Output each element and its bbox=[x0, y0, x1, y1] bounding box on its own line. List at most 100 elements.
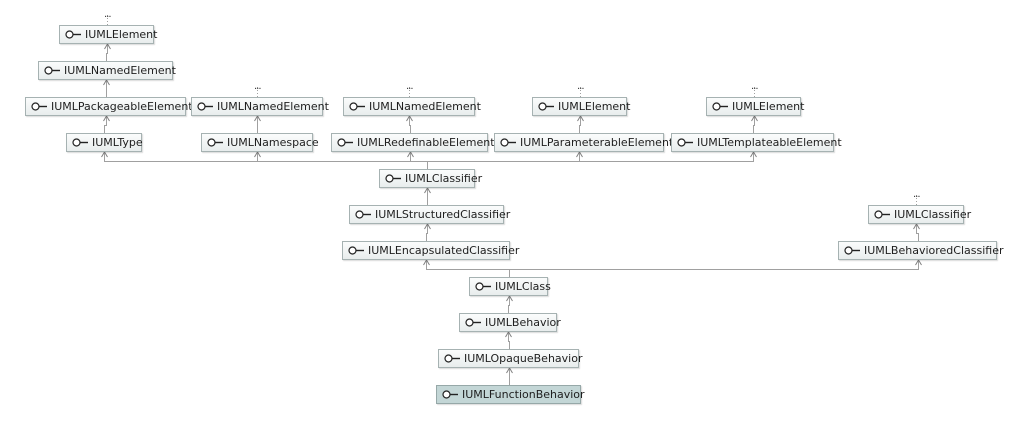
node-iumlclassifier[interactable]: IUMLClassifier bbox=[379, 169, 482, 188]
interface-icon bbox=[874, 210, 891, 219]
arrowhead-icon bbox=[915, 259, 922, 266]
inheritance-edge bbox=[104, 116, 107, 133]
node-iumlredefinableelement[interactable]: IUMLRedefinableElement bbox=[331, 133, 495, 152]
node-label: IUMLBehavioredClassifier bbox=[864, 244, 1004, 257]
node-iumlnamespace[interactable]: IUMLNamespace bbox=[201, 133, 319, 152]
inheritance-edge bbox=[426, 260, 510, 277]
interface-icon bbox=[475, 282, 492, 291]
interface-icon bbox=[72, 138, 89, 147]
interface-icon bbox=[337, 138, 354, 147]
node-iumlnamedelement-3[interactable]: IUMLNamedElement bbox=[343, 97, 481, 116]
inheritance-edge bbox=[509, 260, 919, 277]
interface-icon bbox=[348, 246, 365, 255]
inheritance-edge bbox=[410, 152, 428, 169]
node-label: IUMLNamedElement bbox=[369, 100, 481, 113]
node-iumltype[interactable]: IUMLType bbox=[66, 133, 143, 152]
node-label: IUMLClassifier bbox=[405, 172, 483, 185]
node-iumlclassifier-2[interactable]: IUMLClassifier bbox=[868, 205, 971, 224]
node-label: IUMLPackageableElement bbox=[51, 100, 193, 113]
node-label: IUMLNamespace bbox=[227, 136, 319, 149]
node-label: IUMLElement bbox=[85, 28, 158, 41]
node-label: IUMLStructuredClassifier bbox=[375, 208, 511, 221]
arrowhead-icon bbox=[406, 115, 413, 122]
node-label: IUMLParameterableElement bbox=[520, 136, 674, 149]
node-label: IUMLNamedElement bbox=[64, 64, 176, 77]
node-label: IUMLTemplateableElement bbox=[697, 136, 842, 149]
node-label: IUMLNamedElement bbox=[217, 100, 329, 113]
more-ancestors-ellipsis[interactable]: ... bbox=[913, 189, 920, 200]
inheritance-edge bbox=[257, 152, 428, 169]
arrowhead-icon bbox=[577, 115, 584, 122]
interface-icon bbox=[65, 30, 82, 39]
interface-icon bbox=[500, 138, 517, 147]
inheritance-edge bbox=[106, 44, 108, 61]
node-iumlparameterableelement[interactable]: IUMLParameterableElement bbox=[494, 133, 673, 152]
node-iumlpackageableelement[interactable]: IUMLPackageableElement bbox=[25, 97, 193, 116]
arrowhead-icon bbox=[103, 115, 110, 122]
inheritance-edge bbox=[508, 332, 510, 349]
interface-icon bbox=[844, 246, 861, 255]
more-ancestors-ellipsis[interactable]: ... bbox=[254, 81, 261, 92]
interface-icon bbox=[442, 390, 459, 399]
inheritance-edge bbox=[426, 224, 428, 241]
node-iumlnamedelement-2[interactable]: IUMLNamedElement bbox=[191, 97, 329, 116]
node-label: IUMLEncapsulatedClassifier bbox=[368, 244, 520, 257]
interface-icon bbox=[677, 138, 694, 147]
inheritance-edge bbox=[427, 152, 580, 169]
node-iumlnamedelement[interactable]: IUMLNamedElement bbox=[38, 61, 176, 80]
arrowhead-icon bbox=[254, 151, 261, 158]
node-iumlelement-2[interactable]: IUMLElement bbox=[532, 97, 631, 116]
arrowhead-icon bbox=[751, 115, 758, 122]
arrowhead-icon bbox=[104, 43, 111, 50]
arrowhead-icon bbox=[103, 79, 110, 86]
node-iumlbehavior[interactable]: IUMLBehavior bbox=[459, 313, 561, 332]
node-iumltemplateableelement[interactable]: IUMLTemplateableElement bbox=[671, 133, 842, 152]
arrowhead-icon bbox=[424, 223, 431, 230]
inheritance-edge bbox=[579, 116, 581, 133]
arrowhead-icon bbox=[506, 295, 513, 302]
more-ancestors-ellipsis[interactable]: ... bbox=[104, 9, 111, 20]
arrowhead-icon bbox=[505, 331, 512, 338]
node-label: IUMLClass bbox=[495, 280, 551, 293]
arrowhead-icon bbox=[750, 151, 757, 158]
interface-icon bbox=[44, 66, 61, 75]
interface-icon bbox=[31, 102, 48, 111]
node-label: IUMLOpaqueBehavior bbox=[464, 352, 583, 365]
node-label: IUMLElement bbox=[558, 100, 631, 113]
node-label: IUMLBehavior bbox=[485, 316, 561, 329]
node-label: IUMLType bbox=[92, 136, 143, 149]
interface-icon bbox=[712, 102, 729, 111]
inheritance-edge bbox=[104, 152, 428, 169]
node-iumlstructuredclassifier[interactable]: IUMLStructuredClassifier bbox=[349, 205, 510, 224]
arrowhead-icon bbox=[423, 259, 430, 266]
node-label: IUMLElement bbox=[732, 100, 805, 113]
node-iumlopaquebehavior[interactable]: IUMLOpaqueBehavior bbox=[438, 349, 583, 368]
node-label: IUMLClassifier bbox=[894, 208, 972, 221]
arrowhead-icon bbox=[913, 223, 920, 230]
inheritance-edge bbox=[409, 116, 411, 133]
interface-icon bbox=[197, 102, 214, 111]
node-iumlencapsulatedclassifier[interactable]: IUMLEncapsulatedClassifier bbox=[342, 241, 519, 260]
more-ancestors-ellipsis[interactable]: ... bbox=[751, 81, 758, 92]
node-iumlclass[interactable]: IUMLClass bbox=[469, 277, 551, 296]
node-iumlbehavioredclassifier[interactable]: IUMLBehavioredClassifier bbox=[838, 241, 1003, 260]
interface-icon bbox=[349, 102, 366, 111]
node-iumlelement-top[interactable]: IUMLElement bbox=[59, 25, 158, 44]
node-iumlelement-3[interactable]: IUMLElement bbox=[706, 97, 805, 116]
node-iumlfunctionbehavior[interactable]: IUMLFunctionBehavior bbox=[436, 385, 585, 404]
inheritance-edge bbox=[753, 116, 755, 133]
interface-icon bbox=[385, 174, 402, 183]
node-label: IUMLRedefinableElement bbox=[357, 136, 495, 149]
interface-icon bbox=[355, 210, 372, 219]
inheritance-edge bbox=[427, 152, 754, 169]
more-ancestors-ellipsis[interactable]: ... bbox=[406, 81, 413, 92]
inheritance-edge bbox=[916, 224, 919, 241]
interface-icon bbox=[444, 354, 461, 363]
arrowhead-icon bbox=[407, 151, 414, 158]
arrowhead-icon bbox=[576, 151, 583, 158]
more-ancestors-ellipsis[interactable]: ... bbox=[577, 81, 584, 92]
arrowhead-icon bbox=[506, 367, 513, 374]
arrowhead-icon bbox=[101, 151, 108, 158]
